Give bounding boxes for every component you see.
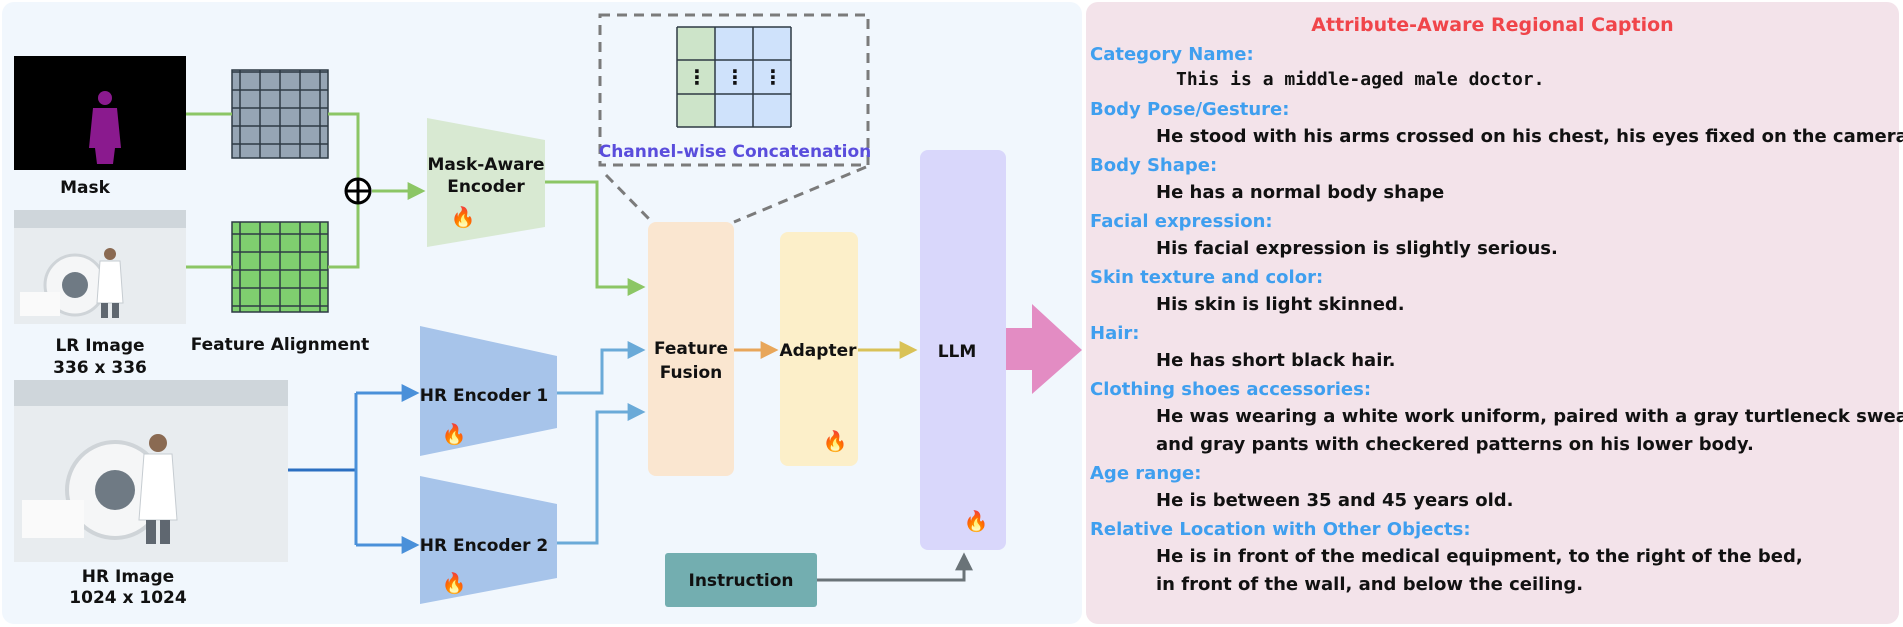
lr-image <box>14 210 186 324</box>
caption-key-category: Category Name: <box>1090 44 1254 65</box>
instruction-label: Instruction <box>689 571 794 591</box>
oplus-icon <box>344 177 372 205</box>
hr-encoder-2 <box>420 476 557 604</box>
caption-value-age: He is between 35 and 45 years old. <box>1156 490 1514 511</box>
blue-connectors <box>288 341 646 554</box>
caption-value-category: This is a middle-aged male doctor. <box>1176 69 1545 90</box>
mask-aware-encoder <box>427 118 545 247</box>
callout-leader-right <box>733 165 867 224</box>
output-arrow <box>1006 304 1082 394</box>
feature-fusion-label-1: Feature <box>654 339 728 359</box>
feature-fusion-block <box>648 222 734 476</box>
fire-icon: 🔥 <box>442 571 467 595</box>
hr-encoder-1-label: HR Encoder 1 <box>420 386 549 406</box>
caption-value-facial: His facial expression is slightly seriou… <box>1156 238 1558 259</box>
caption-value-location-2: in front of the wall, and below the ceil… <box>1156 574 1584 595</box>
caption-panel: Attribute-Aware Regional Caption Categor… <box>1086 2 1903 624</box>
lr-image-size: 336 x 336 <box>53 358 147 378</box>
caption-key-hair: Hair: <box>1090 323 1140 344</box>
hr-image-title: HR Image <box>82 567 174 587</box>
instruction-to-llm-arrow <box>817 552 973 582</box>
hr-image-size: 1024 x 1024 <box>69 588 187 608</box>
caption-key-facial: Facial expression: <box>1090 211 1273 232</box>
llm-label: LLM <box>938 342 977 362</box>
lr-feature-grid <box>231 221 329 313</box>
lr-image-title: LR Image <box>55 336 144 356</box>
caption-value-body-shape: He has a normal body shape <box>1156 182 1445 203</box>
fire-icon: 🔥 <box>451 205 476 229</box>
instruction-block <box>665 553 817 607</box>
mask-feature-grid <box>231 69 329 159</box>
caption-key-pose: Body Pose/Gesture: <box>1090 99 1290 120</box>
concat-ellipsis: ⋮ <box>687 65 707 89</box>
adapter-label: Adapter <box>779 341 857 361</box>
caption-value-clothing-2: and gray pants with checkered patterns o… <box>1156 434 1754 455</box>
llm-block <box>920 150 1006 550</box>
mask-image <box>14 56 186 170</box>
mask-encoder-label-1: Mask-Aware <box>427 155 544 175</box>
caption-key-clothing: Clothing shoes accessories: <box>1090 379 1372 400</box>
caption-value-skin: His skin is light skinned. <box>1156 294 1405 315</box>
concat-callout <box>598 13 870 167</box>
concat-ellipsis: ⋮ <box>763 65 783 89</box>
concat-ellipsis: ⋮ <box>725 65 745 89</box>
mask-encoder-label-2: Encoder <box>447 177 525 197</box>
caption-value-hair: He has short black hair. <box>1156 350 1396 371</box>
fire-icon: 🔥 <box>964 509 989 533</box>
concat-label: Channel-wise Concatenation <box>599 142 872 162</box>
caption-title: Attribute-Aware Regional Caption <box>1311 14 1674 36</box>
fire-icon: 🔥 <box>442 422 467 446</box>
adapter-block <box>780 232 858 466</box>
fire-icon: 🔥 <box>823 429 848 453</box>
concat-grid <box>676 26 792 128</box>
caption-key-location: Relative Location with Other Objects: <box>1090 519 1471 540</box>
caption-key-age: Age range: <box>1090 463 1202 484</box>
mask-label: Mask <box>60 178 111 198</box>
hr-encoder-2-label: HR Encoder 2 <box>420 536 549 556</box>
caption-value-location-1: He is in front of the medical equipment,… <box>1156 546 1803 567</box>
hr-encoder-1 <box>420 326 557 456</box>
caption-key-body-shape: Body Shape: <box>1090 155 1218 176</box>
hr-image <box>14 380 288 562</box>
feature-fusion-label-2: Fusion <box>660 363 723 383</box>
callout-leader-left <box>604 173 654 224</box>
caption-value-pose: He stood with his arms crossed on his ch… <box>1156 126 1903 147</box>
caption-value-clothing-1: He was wearing a white work uniform, pai… <box>1156 406 1903 427</box>
feature-alignment-label: Feature Alignment <box>191 335 370 355</box>
caption-key-skin: Skin texture and color: <box>1090 267 1324 288</box>
